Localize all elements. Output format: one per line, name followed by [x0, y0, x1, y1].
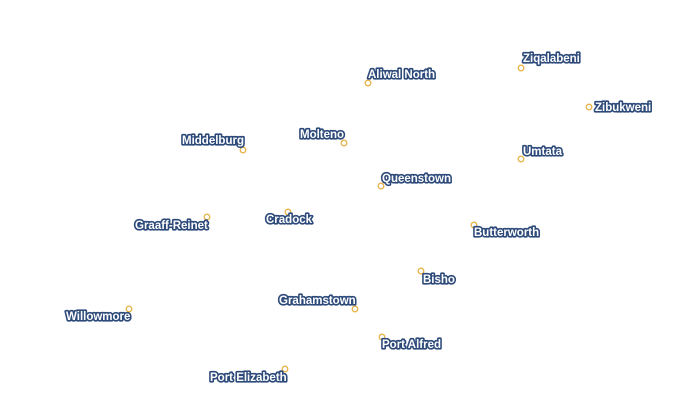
city-port-elizabeth[interactable]: Port Elizabeth	[208, 365, 289, 386]
city-cradock[interactable]: Cradock	[264, 208, 314, 228]
city-zibukweni[interactable]: Zibukweni	[585, 100, 653, 116]
city-label: Bisho	[423, 274, 455, 286]
city-marker[interactable]	[351, 305, 359, 313]
city-label: Aliwal North	[368, 69, 435, 81]
city-marker[interactable]	[378, 333, 386, 341]
city-marker[interactable]	[203, 213, 211, 221]
city-willowmore[interactable]: Willowmore	[64, 305, 133, 325]
city-label: Cradock	[266, 214, 313, 226]
city-graaff-reinet[interactable]: Graaff-Reinet	[133, 213, 211, 234]
city-grahamstown[interactable]: Grahamstown	[277, 293, 359, 313]
city-label: Umtata	[523, 146, 563, 158]
city-label: Ziqalabeni	[523, 53, 580, 65]
city-ziqalabeni[interactable]: Ziqalabeni	[517, 51, 581, 72]
city-marker[interactable]	[284, 208, 292, 216]
city-label: Queenstown	[382, 173, 451, 185]
city-label: Graaff-Reinet	[135, 220, 208, 232]
city-label: Molteno	[300, 129, 344, 141]
city-umtata[interactable]: Umtata	[517, 144, 564, 163]
city-marker[interactable]	[281, 365, 289, 373]
city-label: Grahamstown	[279, 295, 356, 307]
city-butterworth[interactable]: Butterworth	[470, 221, 541, 241]
city-marker[interactable]	[517, 155, 525, 163]
city-marker[interactable]	[470, 221, 478, 229]
city-label: Willowmore	[66, 311, 130, 323]
city-middelburg[interactable]: Middelburg	[180, 133, 247, 154]
city-label: Butterworth	[474, 227, 539, 239]
city-marker[interactable]	[364, 79, 372, 87]
city-port-alfred[interactable]: Port Alfred	[378, 333, 443, 353]
city-marker[interactable]	[340, 139, 348, 147]
city-label: Port Elizabeth	[210, 372, 287, 384]
city-aliwal-north[interactable]: Aliwal North	[364, 67, 437, 87]
city-marker[interactable]	[239, 146, 247, 154]
city-label: Port Alfred	[382, 339, 441, 351]
city-bisho[interactable]: Bisho	[417, 267, 457, 288]
city-marker[interactable]	[125, 305, 133, 313]
city-label: Zibukweni	[595, 102, 651, 114]
city-marker[interactable]	[417, 267, 425, 275]
city-label: Middelburg	[182, 135, 244, 147]
city-marker[interactable]	[517, 64, 525, 72]
city-queenstown[interactable]: Queenstown	[377, 171, 453, 190]
city-marker[interactable]	[377, 182, 385, 190]
city-marker[interactable]	[585, 103, 593, 111]
city-molteno[interactable]: Molteno	[298, 127, 348, 147]
